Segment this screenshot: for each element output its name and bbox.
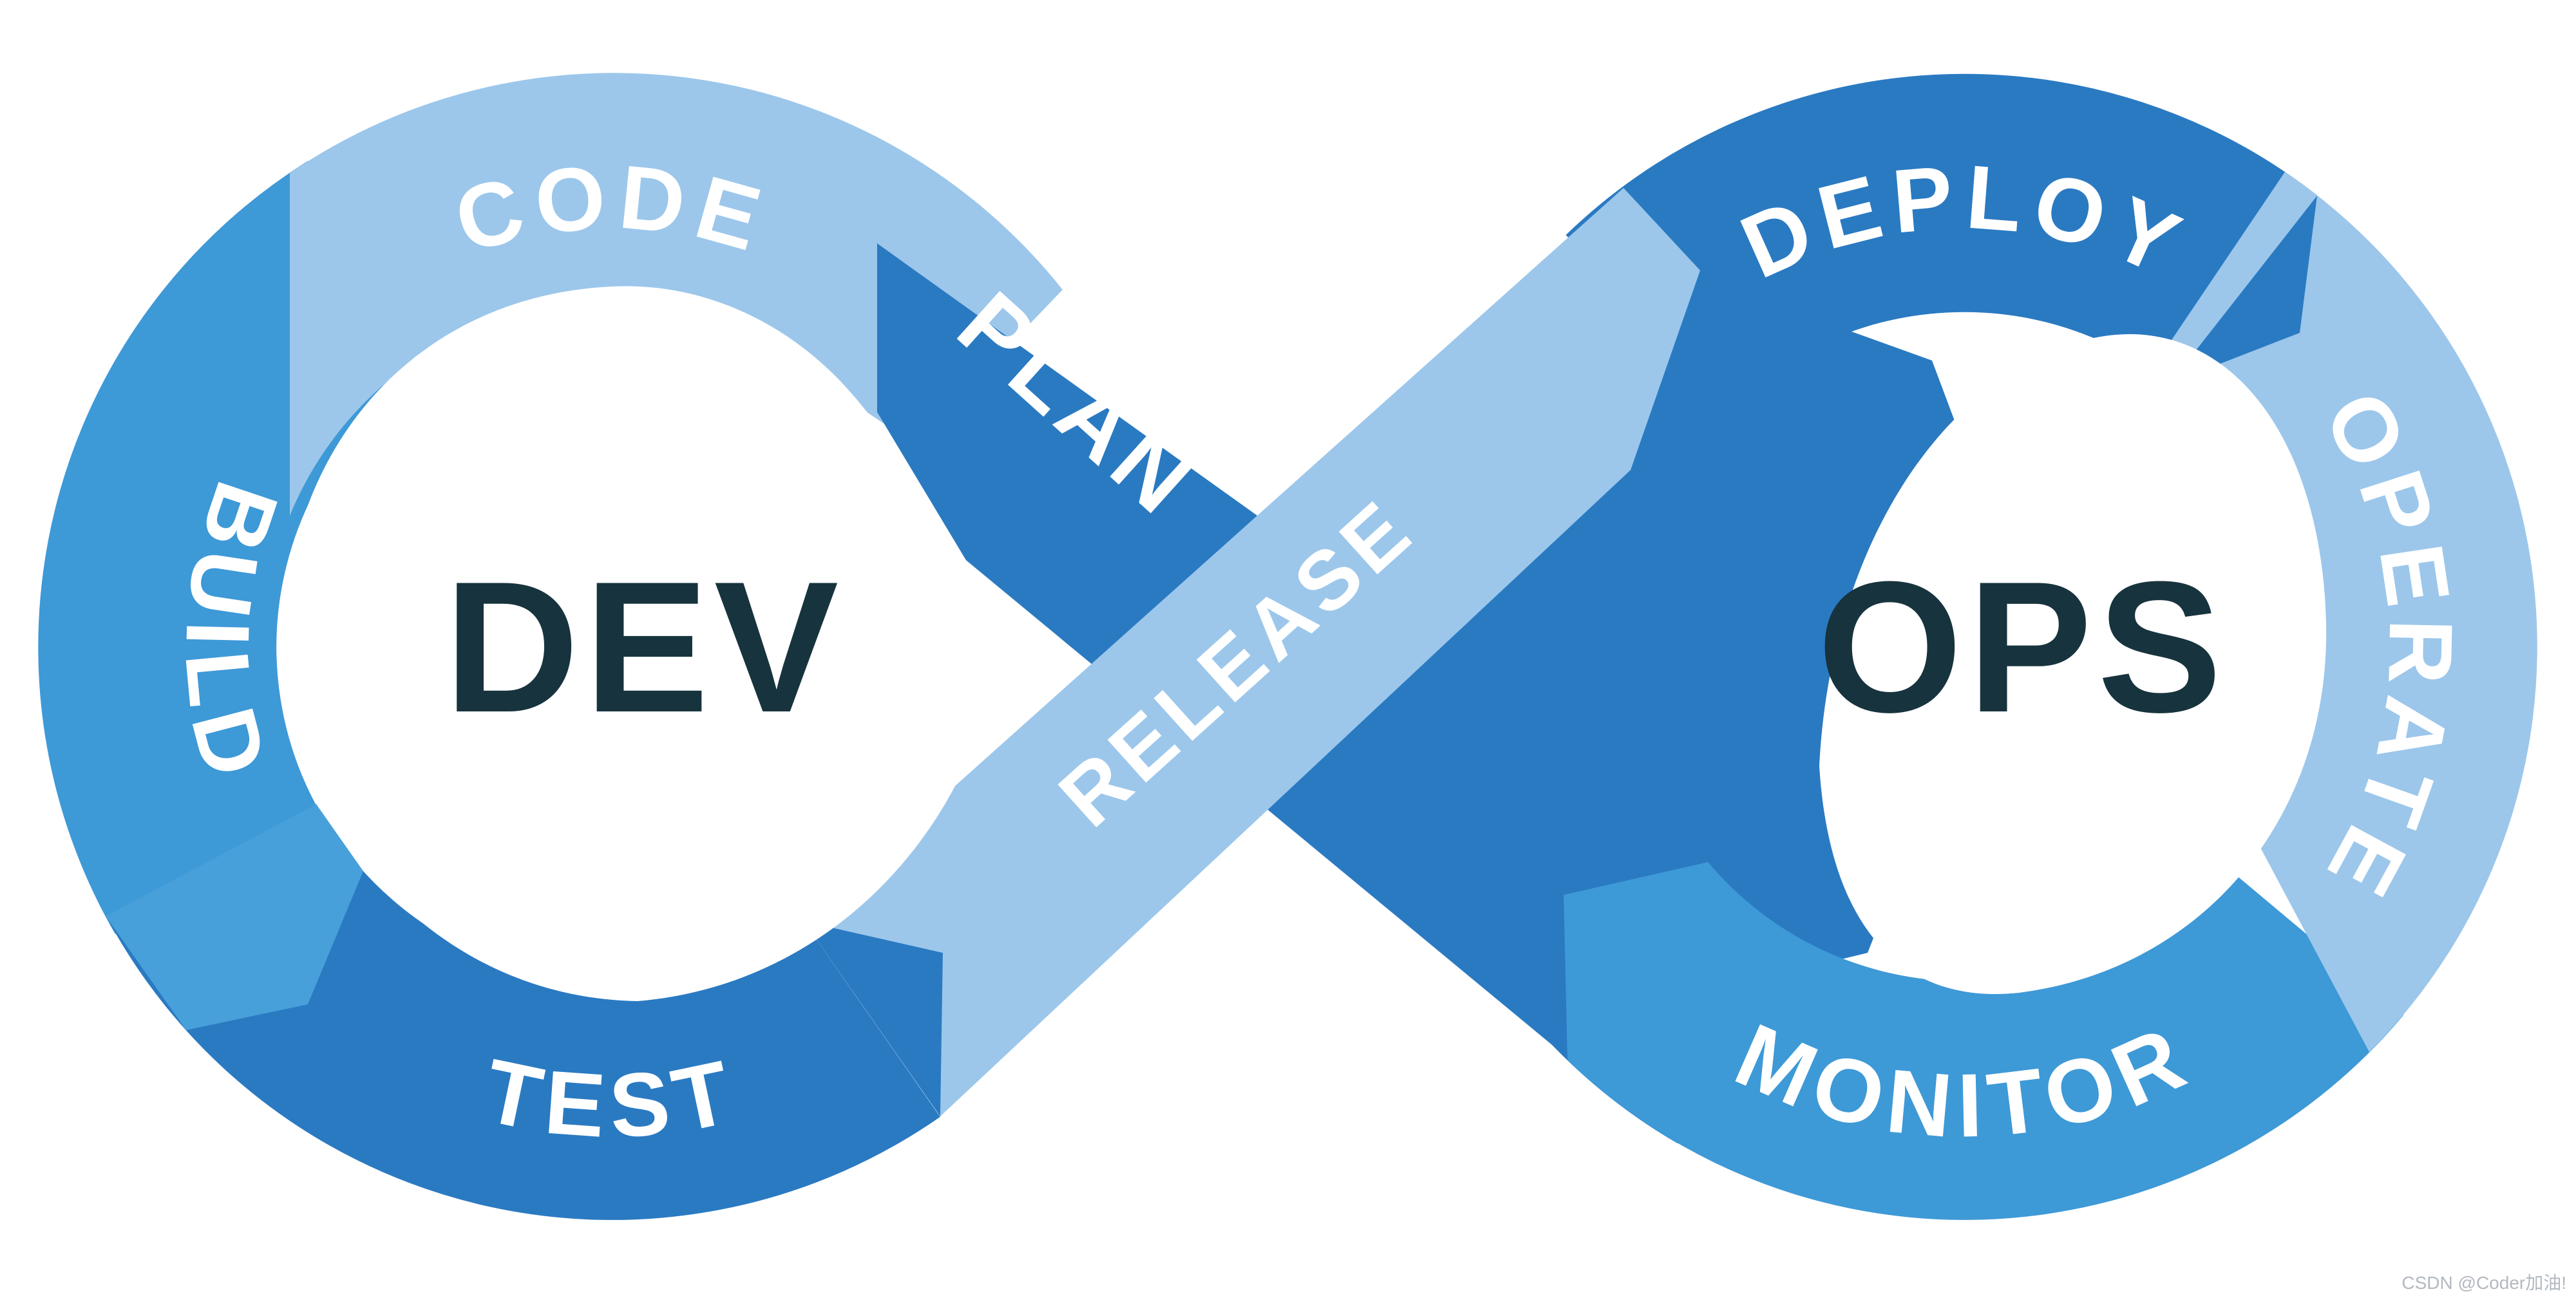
- build-to-test-chevron: [106, 804, 363, 1030]
- right-loop-hole: [1819, 334, 2327, 994]
- test-label: TEST: [476, 1039, 748, 1157]
- crossing-merge-fill: [1278, 245, 1971, 1030]
- test-to-release-chevron: [804, 921, 943, 1116]
- ops-label: OPS: [1817, 543, 2227, 751]
- deploy-band: [1566, 73, 2317, 408]
- monitor-band: [1564, 862, 2403, 1220]
- release-band: [804, 188, 1700, 1116]
- build-band: [38, 161, 435, 934]
- dev-label: DEV: [444, 543, 844, 751]
- watermark-text: CSDN @Coder加油!: [2401, 1273, 2566, 1293]
- left-loop-hole: [283, 286, 1001, 1001]
- deploy-to-operate-chevron: [2170, 196, 2317, 383]
